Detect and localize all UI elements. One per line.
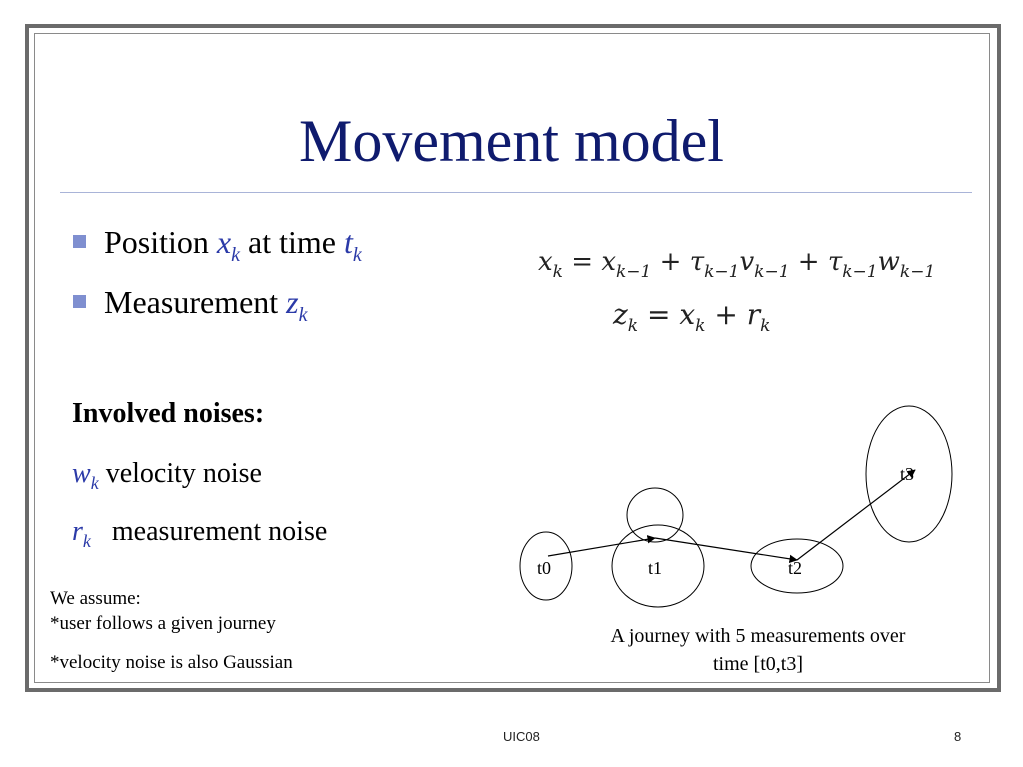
label-t3: t3 <box>900 464 914 484</box>
noises-heading: Involved noises: <box>72 398 265 429</box>
equation-measurement: zk = xk + rk <box>613 298 771 336</box>
footer-center: UIC08 <box>503 729 540 744</box>
diagram-caption: A journey with 5 measurements over time … <box>610 625 906 675</box>
bullet-square-icon <box>73 235 86 249</box>
measurement-circle-t2 <box>750 538 844 594</box>
var-t: t <box>343 224 353 260</box>
slide-frame-outer <box>25 24 1001 692</box>
label-t1: t1 <box>648 558 662 578</box>
noise-measurement: rk measurement noise <box>72 516 328 551</box>
assume-journey: *user follows a given journey <box>50 613 276 634</box>
path-arrow-t1-t2 <box>654 537 798 563</box>
path-arrow-t0-t1 <box>547 535 656 557</box>
var-x: x <box>216 224 232 260</box>
page-number: 8 <box>954 729 962 744</box>
measurement-circle-t1 <box>611 524 705 608</box>
noise-velocity: wk velocity noise <box>72 458 262 493</box>
bullet-position: Position xk at time tk <box>73 222 362 267</box>
title-divider <box>60 192 972 193</box>
measurement-circle-t1-upper <box>626 487 684 543</box>
bullet-measurement: Measurement zk <box>73 282 308 327</box>
measurement-circle-t3 <box>865 405 953 543</box>
var-z: z <box>286 284 299 320</box>
bullet-square-icon <box>73 295 86 309</box>
slide-frame-inner <box>34 33 990 683</box>
assume-gaussian: *velocity noise is also Gaussian <box>50 652 293 673</box>
equation-position: xk = xk−1 + τk−1vk−1 + τk−1wk−1 <box>538 247 936 282</box>
label-t0: t0 <box>537 558 551 578</box>
slide-title: Movement model <box>299 108 724 174</box>
label-t2: t2 <box>788 558 802 578</box>
path-arrow-t2-t3 <box>796 469 916 561</box>
assume-heading: We assume: <box>50 588 141 609</box>
measurement-circle-t0 <box>519 531 573 601</box>
